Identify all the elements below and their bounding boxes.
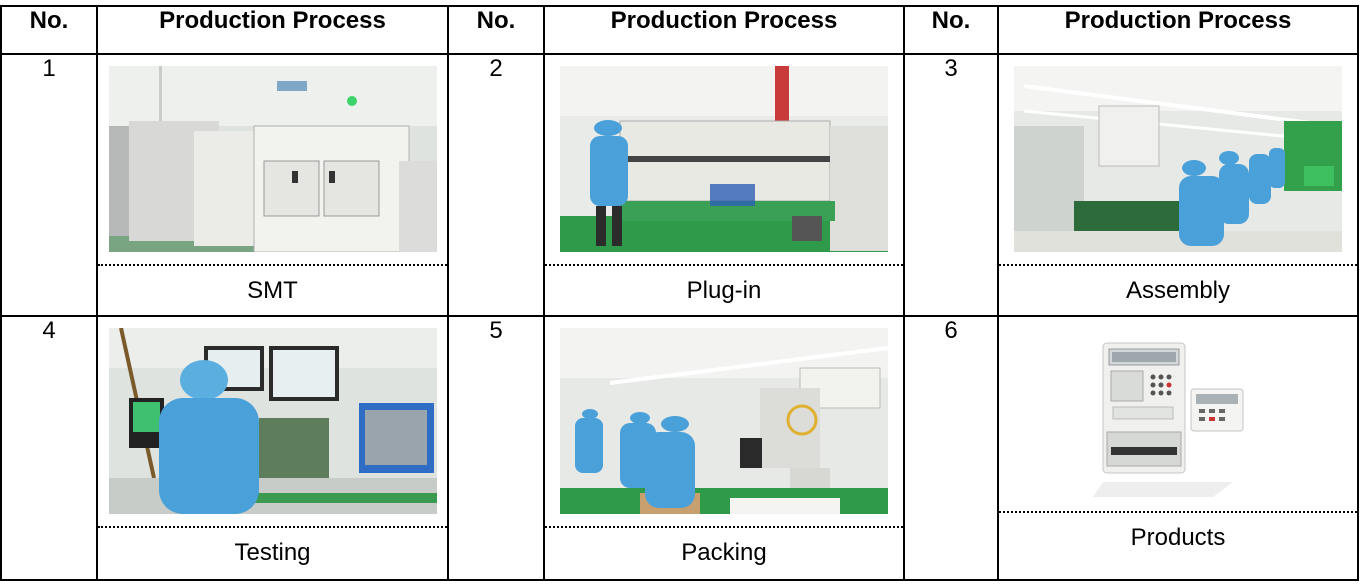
caption-divider: [98, 264, 447, 266]
assembly-line-photo: [1014, 66, 1342, 252]
process-header-3: Production Process: [997, 5, 1359, 55]
step-cell-plug-in: Plug-in: [543, 53, 905, 317]
plug-in-line-photo: [560, 66, 888, 252]
step-number-1: 1: [0, 53, 98, 317]
step-number-6: 6: [903, 315, 999, 581]
no-header-3: No.: [903, 5, 999, 55]
step-cell-smt: SMT: [96, 53, 449, 317]
table-row: 4: [0, 315, 1359, 581]
caption-divider: [545, 264, 903, 266]
caption-divider: [98, 526, 447, 528]
step-label-smt: SMT: [247, 277, 298, 304]
electric-meter-product-photo: [1093, 337, 1263, 497]
step-label-products: Products: [1130, 524, 1226, 551]
step-number-3: 3: [903, 53, 999, 317]
step-number-4: 4: [0, 315, 98, 581]
step-cell-assembly: Assembly: [997, 53, 1359, 317]
process-header-1: Production Process: [96, 5, 449, 55]
caption-divider: [999, 264, 1357, 266]
step-number-5: 5: [447, 315, 545, 581]
step-cell-products: Products: [997, 315, 1359, 581]
table-row: 1: [0, 53, 1359, 317]
step-cell-packing: Packing: [543, 315, 905, 581]
caption-divider: [545, 526, 903, 528]
smt-line-photo: [108, 66, 437, 252]
step-label-packing: Packing: [681, 539, 767, 566]
process-header-2: Production Process: [543, 5, 905, 55]
caption-divider: [999, 511, 1357, 513]
step-cell-testing: Testing: [96, 315, 449, 581]
production-process-table: No. Production Process No. Production Pr…: [0, 5, 1359, 581]
step-label-assembly: Assembly: [1125, 277, 1231, 304]
no-header-1: No.: [0, 5, 98, 55]
packing-line-photo: [560, 328, 888, 514]
testing-station-photo: [108, 328, 437, 514]
step-label-testing: Testing: [234, 539, 311, 566]
header-row: No. Production Process No. Production Pr…: [0, 5, 1359, 55]
no-header-2: No.: [447, 5, 545, 55]
step-label-plug-in: Plug-in: [686, 277, 762, 304]
step-number-2: 2: [447, 53, 545, 317]
